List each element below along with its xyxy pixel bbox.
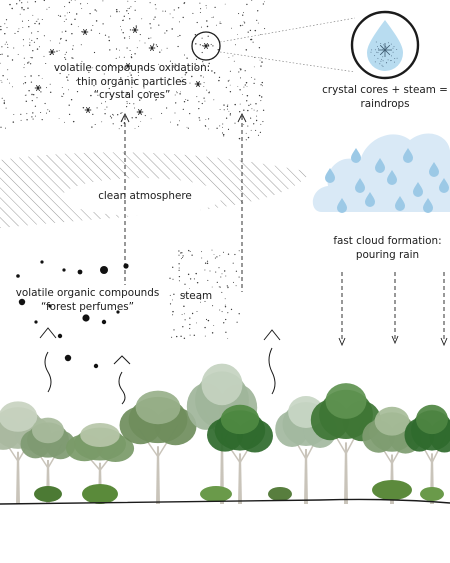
rain-arrow-icon	[338, 272, 448, 347]
forest-canopy	[0, 363, 450, 504]
particle-stipple	[0, 0, 266, 340]
heat-wave-icon	[39, 327, 281, 405]
oxidation-line-2: thin organic particles	[77, 75, 187, 88]
raindrops-line-1: crystal cores + steam =	[322, 84, 448, 96]
forest-perfumes-line-2: “forest perfumes”	[40, 300, 135, 313]
fast-cloud-line-1: fast cloud formation:	[333, 235, 442, 247]
forest-perfumes-line-1: volatile organic compounds	[15, 287, 160, 299]
clean-atmosphere-band	[0, 152, 310, 228]
clean-atmosphere-label: clean atmosphere	[98, 190, 192, 202]
raindrop-crystal-icon	[350, 10, 420, 80]
raindrops-line-2: raindrops	[360, 97, 410, 110]
oxidation-line-1: volatile compounds oxidation:	[53, 62, 211, 74]
oxidation-label: volatile compounds oxidation: thin organ…	[52, 62, 212, 103]
fast-cloud-line-2: pouring rain	[355, 248, 420, 261]
voc-particles	[16, 260, 129, 369]
crystal-cores	[34, 26, 210, 116]
oxidation-line-3: “crystal cores”	[93, 89, 171, 101]
ground-line	[0, 498, 450, 505]
magnifier-callout	[191, 17, 356, 73]
forest-perfumes-label: volatile organic compounds “forest perfu…	[0, 287, 175, 314]
rain-cloud	[313, 133, 450, 213]
rising-arrows	[120, 112, 247, 292]
fast-cloud-label: fast cloud formation: pouring rain	[325, 235, 450, 262]
steam-label: steam	[179, 290, 213, 302]
raindrops-label: crystal cores + steam = raindrops	[320, 84, 450, 111]
